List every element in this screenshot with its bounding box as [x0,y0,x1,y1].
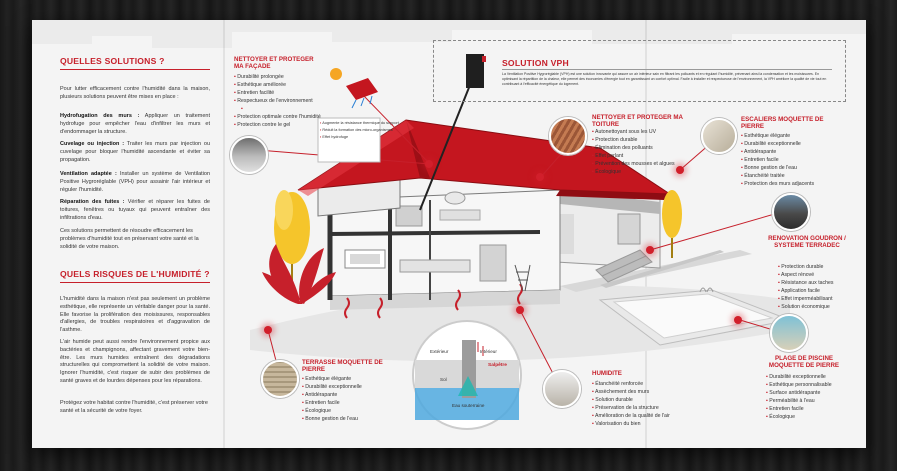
facade-legend: Augmente la résistance thermique du supp… [320,120,399,142]
swimming-pool [598,287,792,346]
solution-cuvelage: Cuvelage ou injection : Traiter les murs… [60,141,210,163]
pool-photo [770,314,808,352]
bush-red-left [262,244,336,304]
title-underline [60,282,210,283]
solutions-intro: Pour lutter efficacement contre l'humidi… [60,86,210,100]
escaliers-title: ESCALIERS MOQUETTE DE PIERRE [741,116,824,131]
toiture-title: NETTOYER ET PROTEGER MA TOITURE [592,114,683,129]
risk-paragraph-1: L'humidité dans la maison n'est pas seul… [60,296,210,334]
stairs-photo [701,118,737,154]
title-underline [60,69,210,70]
terrace-photo [261,360,299,398]
hotspot-terrace[interactable] [264,326,272,334]
terrasse-title: TERRASSE MOQUETTE DE PIERRE [302,359,383,374]
background-skyline [32,20,866,48]
facade-photo [230,136,268,174]
escaliers-list: Esthétique éléganteDurabilité exceptionn… [741,132,814,188]
tree-yellow-right [662,190,682,258]
hotspot-facade[interactable] [425,160,433,168]
risques-title: QUELS RISQUES DE L'HUMIDITÉ ? [60,269,210,279]
solution-hydrofugation: Hydrofugation des murs : Appliquer un tr… [60,113,210,135]
solutions-title: QUELLES SOLUTIONS ? [60,56,165,66]
vph-title: SOLUTION VPH [502,58,569,68]
label-exterieur: Extérieur [430,349,449,354]
humidite-list: Étanchéité renforcéeAssèchement des murs… [592,380,670,428]
goudron-list: Protection durableAspect rénovéRésistanc… [778,263,833,311]
vph-text: La Ventilation Positive Hygroréglable (V… [502,72,827,86]
hotspot-humidity[interactable] [516,306,524,314]
humidity-photo [543,370,581,408]
facade-title: NETTOYER ET PROTEGER MA FAÇADE [234,56,314,71]
terrasse-list: Esthétique éléganteDurabilité exceptionn… [302,375,362,423]
vph-unit-icon [466,54,486,88]
sun-roof-icon [330,68,378,109]
solution-fuites: Réparation des fuites : Vérifier et répa… [60,199,210,221]
hotspot-roof[interactable] [536,173,544,181]
hotspot-pool[interactable] [734,316,742,324]
continuation [234,105,321,113]
fold-line-left [223,20,225,448]
humidite-title: HUMIDITE [592,370,622,377]
asphalt-photo [772,193,810,231]
hotspot-stairs[interactable] [676,166,684,174]
goudron-title: RENOVATION GOUDRON / SYSTEME TERRADEC [768,235,846,250]
house-main-body [327,189,561,310]
wall-cross-section [412,320,522,430]
label-salpetre: Salpêtre [488,363,507,368]
house-right-wing [555,179,661,269]
label-interieur: Intérieur [480,349,497,354]
facade-list: Durabilité prolongéeEsthétique améliorée… [234,73,321,129]
hotspot-asphalt[interactable] [646,246,654,254]
piscine-list: Durabilité exceptionnelleEsthétique pers… [766,373,831,421]
label-sol: Sol [440,377,447,382]
solution-ventilation: Ventilation adaptée : Installer un systè… [60,171,211,193]
risk-paragraph-2: L'air humide peut aussi rendre l'environ… [60,339,210,384]
toiture-list: Autonettoyant sous les UVProtection dura… [592,128,675,176]
label-eau-souterraine: Eau souterraine [452,403,485,408]
piscine-title: PLAGE DE PISCINE MOQUETTE DE PIERRE [768,355,840,370]
solutions-outro: Ces solutions permettent de résoudre eff… [60,228,199,250]
vph-underline [502,69,832,70]
risk-paragraph-3: Protégez votre habitat contre l'humidité… [60,400,208,414]
roof-photo [549,117,587,155]
vph-box [433,40,846,102]
